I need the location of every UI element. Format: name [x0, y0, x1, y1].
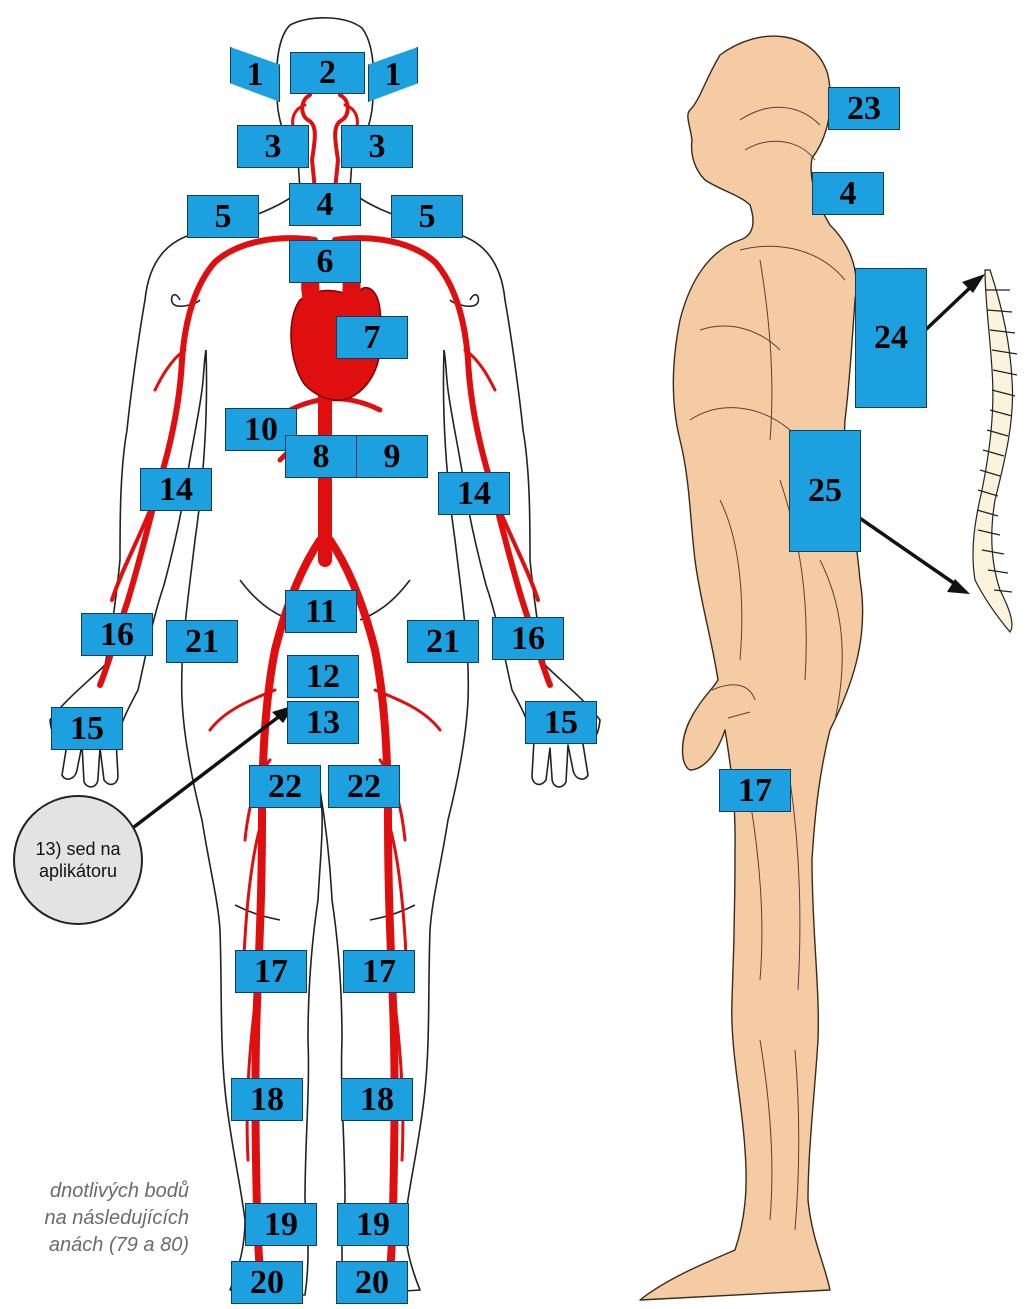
note-line-2: na následujících — [0, 1205, 189, 1232]
label-text: 18 — [360, 1083, 394, 1117]
label-text: 16 — [511, 622, 545, 656]
label-text: 21 — [426, 625, 460, 659]
point-17-side-label: 17 — [719, 769, 791, 812]
point-6-label: 6 — [289, 240, 361, 283]
label-text: 1 — [385, 58, 402, 92]
point-17-right-label: 17 — [343, 950, 415, 993]
callout-text: 13) sed na aplikátoru — [35, 838, 120, 883]
point-7-label: 7 — [336, 316, 408, 359]
label-text: 17 — [362, 955, 396, 989]
note-line-1: dnotlivých bodů — [0, 1178, 189, 1205]
label-text: 15 — [544, 706, 578, 740]
label-text: 11 — [305, 595, 337, 629]
point-9-label: 9 — [356, 435, 428, 478]
side-body — [640, 36, 863, 1300]
label-text: 4 — [317, 188, 334, 222]
point-14-right-label: 14 — [438, 472, 510, 515]
point-5-left-label: 5 — [187, 195, 259, 238]
reference-note: dnotlivých bodů na následujících anách (… — [0, 1178, 189, 1259]
point-13-callout: 13) sed na aplikátoru — [13, 795, 143, 925]
label-text: 1 — [247, 58, 264, 92]
point-24-label: 24 — [855, 268, 927, 408]
point-20-left-label: 20 — [231, 1261, 303, 1304]
label-text: 7 — [364, 321, 381, 355]
label-text: 3 — [369, 130, 386, 164]
label-text: 19 — [356, 1208, 390, 1242]
point-15-left-label: 15 — [51, 707, 123, 750]
label-text: 22 — [268, 770, 302, 804]
point-2-label: 2 — [290, 52, 365, 94]
point-4-side-label: 4 — [812, 172, 884, 215]
label-text: 25 — [808, 474, 842, 508]
point-20-right-label: 20 — [336, 1261, 408, 1304]
point-16-left-label: 16 — [81, 613, 153, 656]
point-14-left-label: 14 — [140, 468, 212, 511]
label-text: 10 — [244, 413, 278, 447]
point-15-right-label: 15 — [525, 701, 597, 744]
label-text: 21 — [185, 625, 219, 659]
point-11-label: 11 — [285, 590, 357, 633]
label-text: 17 — [738, 774, 772, 808]
label-text: 9 — [384, 440, 401, 474]
label-text: 14 — [159, 473, 193, 507]
point-21-left-label: 21 — [166, 620, 238, 663]
callout-line-1: 13) sed na — [35, 838, 120, 861]
label-text: 2 — [319, 56, 336, 90]
label-text: 16 — [100, 618, 134, 652]
point-5-right-label: 5 — [391, 195, 463, 238]
point-19-right-label: 19 — [337, 1203, 409, 1246]
point-8-label: 8 — [285, 435, 357, 478]
point-13-label: 13 — [287, 701, 359, 744]
point-16-right-label: 16 — [492, 617, 564, 660]
label-text: 6 — [317, 245, 334, 279]
label-text: 8 — [313, 440, 330, 474]
label-text: 20 — [355, 1266, 389, 1300]
spine-illustration — [973, 270, 1017, 632]
label-text: 20 — [250, 1266, 284, 1300]
point-12-label: 12 — [287, 655, 359, 698]
label-text: 15 — [70, 712, 104, 746]
point-18-left-label: 18 — [231, 1078, 303, 1121]
label-text: 3 — [265, 130, 282, 164]
point-3-left-label: 3 — [237, 125, 309, 168]
point-19-left-label: 19 — [245, 1203, 317, 1246]
label-text: 12 — [306, 660, 340, 694]
label-text: 5 — [419, 200, 436, 234]
label-text: 17 — [254, 955, 288, 989]
point-17-left-label: 17 — [235, 950, 307, 993]
label-text: 22 — [347, 770, 381, 804]
point-25-label: 25 — [789, 430, 861, 552]
label-text: 19 — [264, 1208, 298, 1242]
callout-line-2: aplikátoru — [35, 860, 120, 883]
label-text: 4 — [840, 177, 857, 211]
point-4-front-label: 4 — [289, 183, 361, 226]
point-23-label: 23 — [828, 87, 900, 130]
label-text: 14 — [457, 477, 491, 511]
label-text: 24 — [874, 321, 908, 355]
label-text: 13 — [306, 706, 340, 740]
point-22-right-label: 22 — [328, 765, 400, 808]
label-text: 23 — [847, 92, 881, 126]
point-22-left-label: 22 — [249, 765, 321, 808]
point-21-right-label: 21 — [407, 620, 479, 663]
point-18-right-label: 18 — [341, 1078, 413, 1121]
label-text: 5 — [215, 200, 232, 234]
note-line-3: anách (79 a 80) — [0, 1232, 189, 1259]
point-3-right-label: 3 — [341, 125, 413, 168]
label-text: 18 — [250, 1083, 284, 1117]
